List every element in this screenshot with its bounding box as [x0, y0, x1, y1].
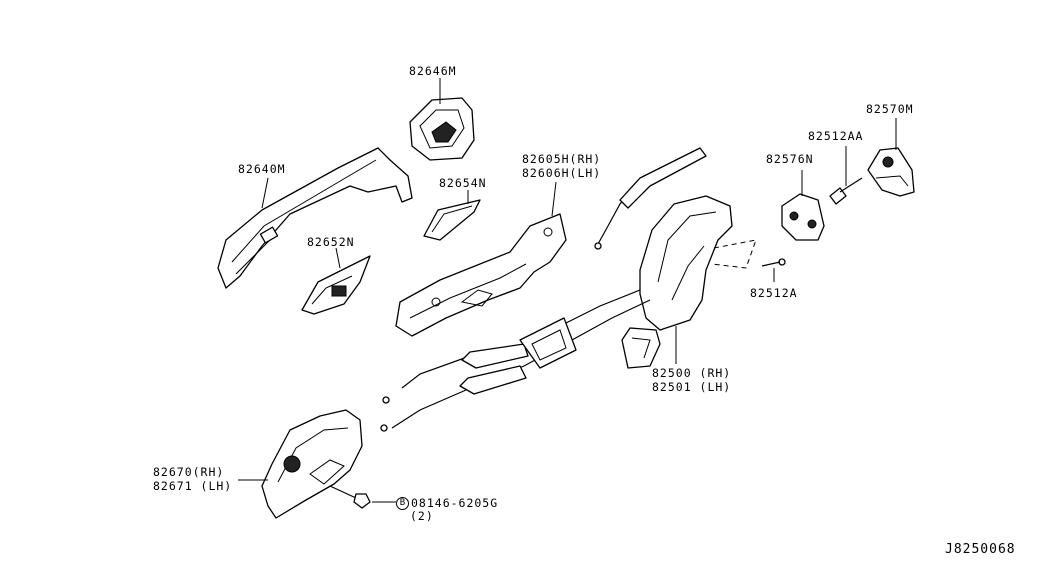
- label-82512aa: 82512AA: [808, 129, 864, 143]
- label-82605h: 82605H(RH): [522, 152, 602, 166]
- part-82640m-outside-handle: [217, 147, 413, 289]
- diagram-id: J8250068: [945, 542, 1016, 557]
- label-bolt-quantity: (2): [410, 509, 434, 523]
- part-82652n-pad: [301, 247, 371, 315]
- label-82501: 82501 (LH): [652, 380, 732, 394]
- bolt-symbol: B: [396, 497, 409, 510]
- part-bolt-08146-6205g: [329, 485, 396, 509]
- part-82576n-plate: [781, 170, 825, 241]
- label-82570m: 82570M: [866, 102, 914, 116]
- part-82500-door-lock: [621, 195, 733, 369]
- label-82640m: 82640M: [238, 162, 286, 176]
- part-82646m-escutcheon: [409, 78, 475, 161]
- label-82670: 82670(RH): [153, 465, 225, 479]
- part-82670-inside-handle: [238, 409, 363, 519]
- label-82512a: 82512A: [750, 286, 798, 300]
- part-82512aa-screw: [829, 146, 863, 205]
- label-82652n: 82652N: [307, 235, 355, 249]
- label-82500: 82500 (RH): [652, 366, 732, 380]
- label-82671: 82671 (LH): [153, 479, 233, 493]
- label-82646m: 82646M: [409, 64, 457, 78]
- part-82605h-handle-frame: [395, 181, 567, 337]
- bolt-part-number: 08146-6205G: [411, 496, 499, 510]
- part-lock-rod: [594, 147, 707, 250]
- part-82512a-screw: [761, 258, 786, 282]
- part-cables: [380, 289, 651, 432]
- part-82654n-pad: [423, 190, 481, 241]
- label-82576n: 82576N: [766, 152, 814, 166]
- label-82606h: 82606H(LH): [522, 166, 602, 180]
- label-82654n: 82654N: [439, 176, 487, 190]
- part-82570m-striker: [867, 118, 915, 197]
